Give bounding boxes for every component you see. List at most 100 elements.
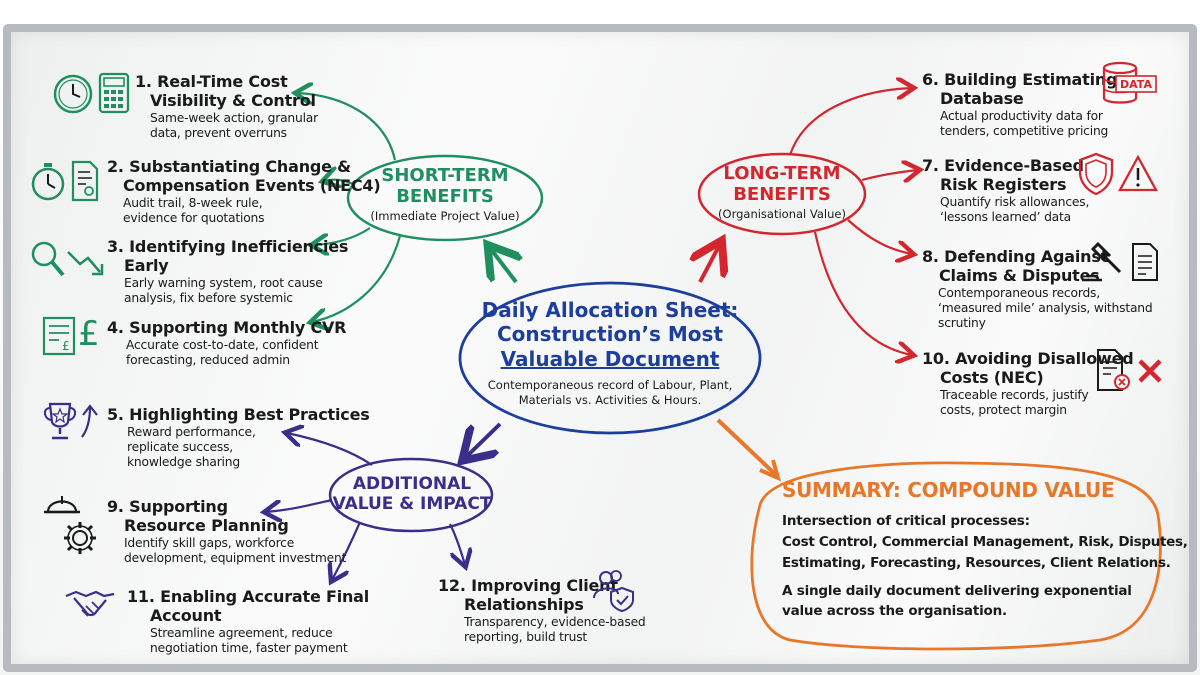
branch-3 [313, 227, 371, 245]
benefit-10: 10. Avoiding Disallowed Costs (NEC) Trac… [922, 349, 1134, 418]
benefit-1-title-line2: Visibility & Control [150, 91, 316, 110]
benefit-10-title-line2: Costs (NEC) [940, 368, 1044, 387]
branch-4 [312, 235, 402, 322]
branch-8 [847, 219, 912, 254]
benefit-11: 11. Enabling Accurate Final Account Stre… [127, 587, 369, 656]
arrow-center-to-short [490, 248, 516, 284]
long-term-hub: LONG-TERM BENEFITS (Organisational Value… [702, 163, 862, 222]
benefit-3-title-line2: Early [124, 256, 169, 275]
benefit-8-desc-line1: Contemporaneous records, [938, 286, 1100, 300]
benefit-11-desc-line2: negotiation time, faster payment [150, 641, 348, 655]
long-term-line1: LONG-TERM [723, 163, 841, 184]
benefit-7-desc-line1: Quantify risk allowances, [940, 195, 1090, 209]
short-term-sub: (Immediate Project Value) [370, 209, 520, 223]
branch-12 [449, 523, 465, 565]
benefit-2-title-line2: Compensation Events (NEC4) [123, 176, 381, 195]
downtrend-icon [67, 251, 104, 276]
database-icon: DATA [1102, 61, 1157, 104]
benefit-6-title-line2: Database [940, 89, 1024, 108]
benefit-11-title-line1: 11. Enabling Accurate Final [127, 587, 370, 606]
benefit-5-desc-line3: knowledge sharing [127, 455, 240, 469]
benefit-1-desc-line2: data, prevent overruns [150, 126, 287, 140]
benefit-5-desc-line2: replicate success, [127, 440, 233, 454]
benefit-1: 1. Real-Time Cost Visibility & Control S… [135, 72, 318, 141]
benefit-12-desc-line2: reporting, build trust [464, 630, 588, 644]
short-term-line2: BENEFITS [396, 186, 494, 207]
benefit-7: 7. Evidence-Based Risk Registers Quantif… [922, 156, 1089, 225]
rejected-document-icon [1097, 349, 1130, 391]
long-term-sub: (Organisational Value) [718, 207, 846, 221]
central-hub-outline [458, 281, 762, 435]
branch-7 [861, 170, 918, 180]
central-sub-line2: Materials vs. Activities & Hours. [518, 393, 702, 407]
benefit-10-desc-line2: costs, protect margin [940, 403, 1067, 417]
branch-10 [813, 231, 912, 355]
benefit-2-desc-line2: evidence for quotations [123, 211, 265, 225]
stopwatch-icon [31, 163, 65, 201]
short-term-hub-outline [346, 154, 544, 242]
benefit-9-desc-line1: Identify skill gaps, workforce [124, 536, 295, 550]
long-term-hub-outline [697, 152, 867, 236]
arrow-center-to-long [700, 244, 720, 283]
shield-icon [1078, 152, 1114, 196]
central-title-line2: Construction’s Most [496, 322, 724, 346]
additional-hub: ADDITIONAL VALUE & IMPACT [332, 474, 492, 514]
benefit-10-title-line1: 10. Avoiding Disallowed [922, 349, 1134, 368]
magnifier-icon [31, 241, 65, 277]
benefit-8-desc-line2: ‘measured mile’ analysis, withstand [938, 301, 1153, 315]
document-icon [1132, 243, 1158, 281]
gavel-icon [1082, 242, 1122, 282]
benefit-6-desc-line2: tenders, competitive pricing [940, 124, 1109, 138]
benefit-5-desc-line1: Reward performance, [127, 425, 256, 439]
benefit-7-desc-line2: ‘lessons learned’ data [940, 210, 1071, 224]
summary-line1: Intersection of critical processes: [782, 513, 1030, 529]
benefit-12: 12. Improving Client Relationships Trans… [438, 576, 646, 645]
central-hub: Daily Allocation Sheet: Construction’s M… [470, 298, 750, 408]
benefit-3-desc-line2: analysis, fix before systemic [124, 291, 293, 305]
arrow-center-to-summary [716, 418, 778, 477]
benefit-11-title-line2: Account [150, 606, 222, 625]
additional-line2: VALUE & IMPACT [332, 494, 492, 514]
summary: SUMMARY: COMPOUND VALUE Intersection of … [782, 478, 1188, 621]
ledger-icon: £ [42, 316, 76, 356]
arrowhead-summary [759, 459, 782, 482]
benefit-5-title-line1: 5. Highlighting Best Practices [107, 405, 370, 424]
benefit-6-desc-line1: Actual productivity data for [940, 109, 1103, 123]
benefit-8-title-line2: Claims & Disputes [939, 266, 1100, 285]
handshake-icon [65, 590, 115, 617]
benefit-7-title-line1: 7. Evidence-Based [922, 156, 1084, 175]
benefit-2: 2. Substantiating Change & Compensation … [107, 157, 381, 226]
svg-text:£: £ [62, 339, 70, 353]
up-arrow-icon [81, 404, 98, 438]
benefit-6: 6. Building Estimating Database Actual p… [922, 70, 1118, 139]
benefit-4-title-line1: 4. Supporting Monthly CVR [107, 318, 347, 337]
short-term-line1: SHORT-TERM [381, 165, 509, 186]
benefit-10-desc-line1: Traceable records, justify [940, 388, 1089, 402]
benefit-3-title-line1: 3. Identifying Inefficiencies [107, 237, 349, 256]
branch-5 [287, 433, 373, 466]
benefit-5: 5. Highlighting Best Practices Reward pe… [107, 405, 370, 470]
additional-hub-outline [328, 457, 494, 533]
branch-1 [297, 93, 397, 161]
branch-6 [788, 88, 912, 156]
benefit-3-desc-line1: Early warning system, root cause [124, 276, 323, 290]
benefit-9-title-line1: 9. Supporting [107, 497, 228, 516]
benefit-7-title-line2: Risk Registers [940, 175, 1067, 194]
gear-icon [64, 522, 96, 554]
clock-icon [53, 74, 93, 114]
branch-2 [324, 180, 356, 185]
benefit-4-desc-line1: Accurate cost-to-date, confident [126, 338, 319, 352]
short-term-hub: SHORT-TERM BENEFITS (Immediate Project V… [355, 165, 535, 224]
trophy-icon [44, 402, 76, 440]
benefit-8-title-line1: 8. Defending Against [922, 247, 1109, 266]
benefit-12-title-line1: 12. Improving Client [438, 576, 618, 595]
pound-icon: £ [78, 314, 100, 354]
central-sub-line1: Contemporaneous record of Labour, Plant, [487, 378, 733, 392]
summary-title: SUMMARY: COMPOUND VALUE [782, 478, 1115, 502]
benefit-12-desc-line1: Transparency, evidence-based [464, 615, 646, 629]
additional-line1: ADDITIONAL [352, 474, 472, 494]
benefit-11-desc-line1: Streamline agreement, reduce [150, 626, 333, 640]
benefit-9-desc-line2: development, equipment investment [124, 551, 347, 565]
benefit-3: 3. Identifying Inefficiencies Early Earl… [107, 237, 348, 306]
benefit-4-desc-line2: forecasting, reduced admin [126, 353, 290, 367]
